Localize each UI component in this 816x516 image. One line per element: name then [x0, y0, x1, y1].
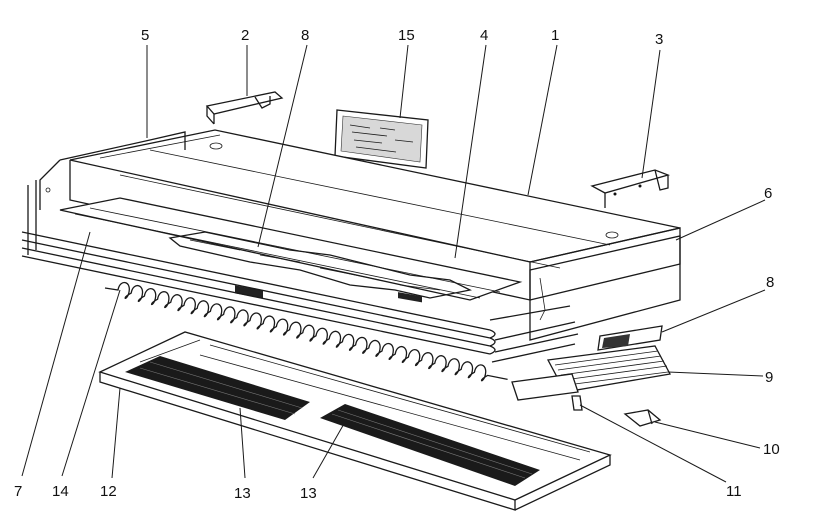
callout-11: 11	[726, 483, 742, 500]
callout-13-left: 13	[234, 485, 251, 502]
leader-3	[641, 49, 661, 179]
callout-7: 7	[14, 483, 22, 500]
callout-12: 12	[100, 483, 117, 500]
callout-2: 2	[241, 27, 249, 44]
leader-13-left	[239, 407, 246, 479]
leader-4	[454, 44, 487, 259]
callout-6: 6	[764, 185, 772, 202]
part-10-small-clip	[623, 409, 662, 427]
leader-1	[527, 44, 558, 196]
callout-4: 4	[480, 27, 488, 44]
leader-10	[654, 421, 761, 449]
leader-13-right	[312, 421, 346, 479]
leader-7	[21, 231, 91, 477]
part-8-heating-element-lower	[597, 325, 663, 351]
part-13-filter-strip-left	[125, 356, 310, 420]
callout-1: 1	[551, 27, 559, 44]
callout-8-upper: 8	[301, 27, 309, 44]
part-14-coil-spring	[104, 281, 508, 382]
part-3-bracket	[590, 169, 671, 208]
part-2-bracket	[205, 91, 284, 125]
part-6-side-panel	[529, 235, 681, 341]
leader-6	[675, 199, 766, 241]
callout-10: 10	[763, 441, 780, 458]
part-5-side-panel	[27, 131, 186, 255]
callout-14: 14	[52, 483, 69, 500]
leader-8-upper	[257, 44, 308, 248]
callout-8-lower: 8	[766, 274, 774, 291]
leader-9	[667, 371, 764, 377]
callout-labels: 5 2 8 15 4 1 3 6 8 9 10 11 7 14 12 13 13	[14, 27, 780, 502]
part-13-filter-strip-right	[320, 404, 540, 486]
leader-15	[399, 44, 409, 119]
part-9-grille	[546, 345, 671, 393]
leader-lines	[21, 44, 766, 483]
callout-13-right: 13	[300, 485, 317, 502]
leader-14	[61, 289, 121, 477]
part-8-heating-element-upper	[168, 231, 472, 303]
leader-12	[111, 387, 121, 479]
callout-15: 15	[398, 27, 415, 44]
part-11-clip	[511, 373, 583, 411]
callout-9: 9	[765, 369, 773, 386]
leader-11	[579, 404, 727, 483]
part-7-fin-layers	[21, 231, 579, 363]
callout-5: 5	[141, 27, 149, 44]
part-15-label-plate	[334, 109, 429, 169]
leader-8-lower	[661, 289, 766, 333]
callout-3: 3	[655, 31, 663, 48]
